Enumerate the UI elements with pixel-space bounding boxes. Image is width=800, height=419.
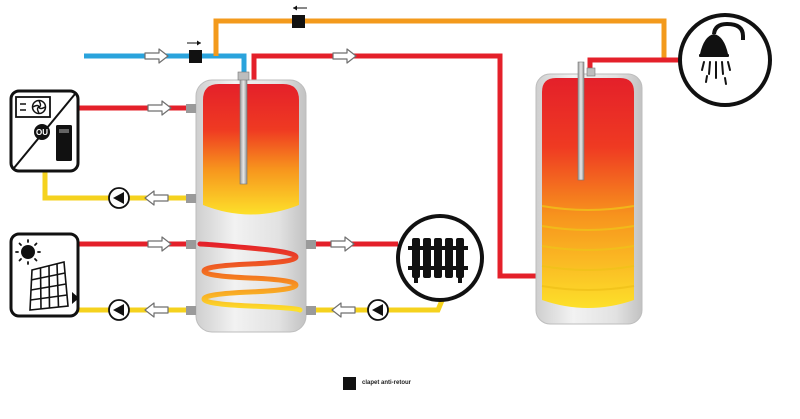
panel-grid — [29, 260, 69, 311]
circulator-pump-icon — [367, 299, 389, 321]
heat-exchanger-coil — [197, 241, 303, 313]
boiler-unit-icon — [56, 125, 72, 161]
legend-label: clapet anti-retour — [362, 380, 412, 386]
check-valves — [187, 5, 307, 63]
dhw-tank-hot-zone — [542, 78, 634, 308]
heatpump-return-pipe — [42, 172, 188, 201]
flow-arrow-icon — [144, 190, 169, 206]
buffer-tank — [186, 71, 316, 333]
flow-arrows — [144, 48, 357, 318]
solar-panel-icon — [9, 232, 80, 318]
circulator-pump-icon — [108, 299, 130, 321]
heat-pump-or-boiler-icon: OU — [9, 89, 80, 173]
immersion-rod — [239, 77, 248, 185]
heat-pump-unit-icon — [15, 96, 51, 118]
flow-arrow-icon — [144, 48, 169, 64]
legend: clapet anti-retour — [343, 376, 411, 390]
buffer-tank-nozzles — [186, 104, 316, 315]
dhw-dip-tube — [577, 61, 585, 181]
sun-icon — [15, 239, 41, 265]
flow-arrow-icon — [147, 236, 172, 252]
flow-arrow-icon — [332, 48, 357, 64]
hot-to-shower-pipe — [587, 57, 682, 74]
check-valve-icon — [292, 5, 307, 28]
check-valve-legend-icon — [343, 376, 356, 390]
buffer-tank-hot-zone — [203, 84, 299, 215]
flow-arrow-icon — [330, 236, 355, 252]
or-label: OU — [36, 128, 48, 137]
pumps — [108, 187, 389, 321]
dhw-tank — [535, 61, 643, 325]
flow-arrow-icon — [147, 100, 172, 116]
hot-transfer-pipe — [251, 53, 540, 279]
flow-arrow-icon — [144, 302, 169, 318]
circulator-pump-icon — [108, 187, 130, 209]
shower-icon — [678, 13, 772, 107]
radiator-icon — [396, 214, 484, 302]
flow-arrow-icon — [331, 302, 356, 318]
check-valve-icon — [187, 40, 202, 63]
dhw-tank-bands — [541, 205, 635, 291]
